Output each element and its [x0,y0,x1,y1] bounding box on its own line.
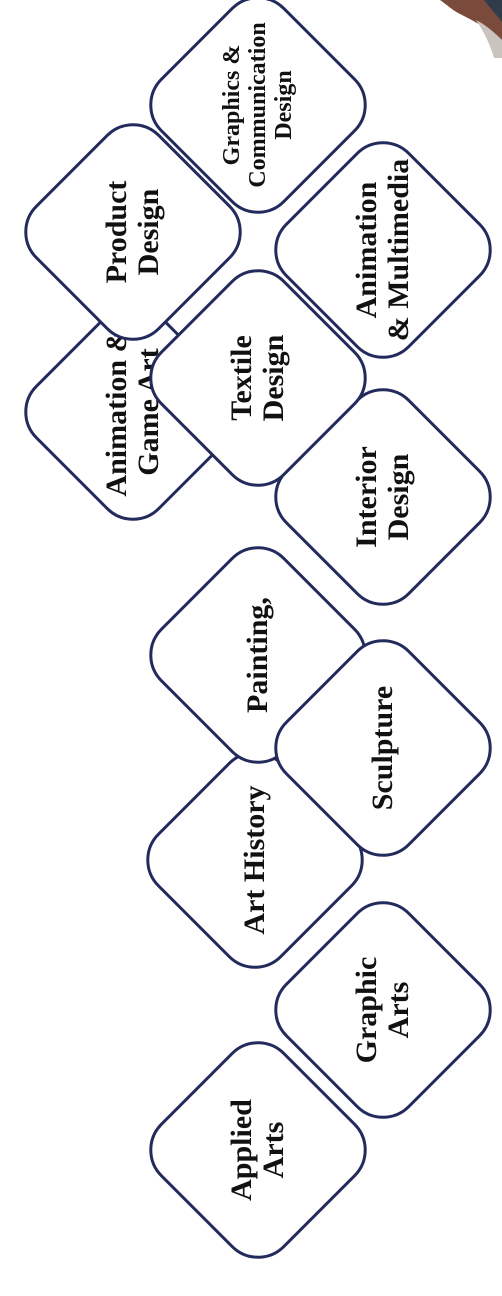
tile-label-graphics-communication-design: Graphics & Communication Design [219,22,297,188]
tile-label-product-design: Product Design [100,180,165,284]
tile-label-sculpture: Sculpture [366,685,399,811]
tile-label-textile-design: Textile Design [225,334,290,422]
corner-photo-fragment [440,0,502,58]
tile-label-applied-arts: Applied Arts [225,1099,290,1201]
tile-label-graphic-arts: Graphic Arts [350,956,415,1064]
tile-label-animation-multimedia: Animation & Multimedia [350,158,415,342]
